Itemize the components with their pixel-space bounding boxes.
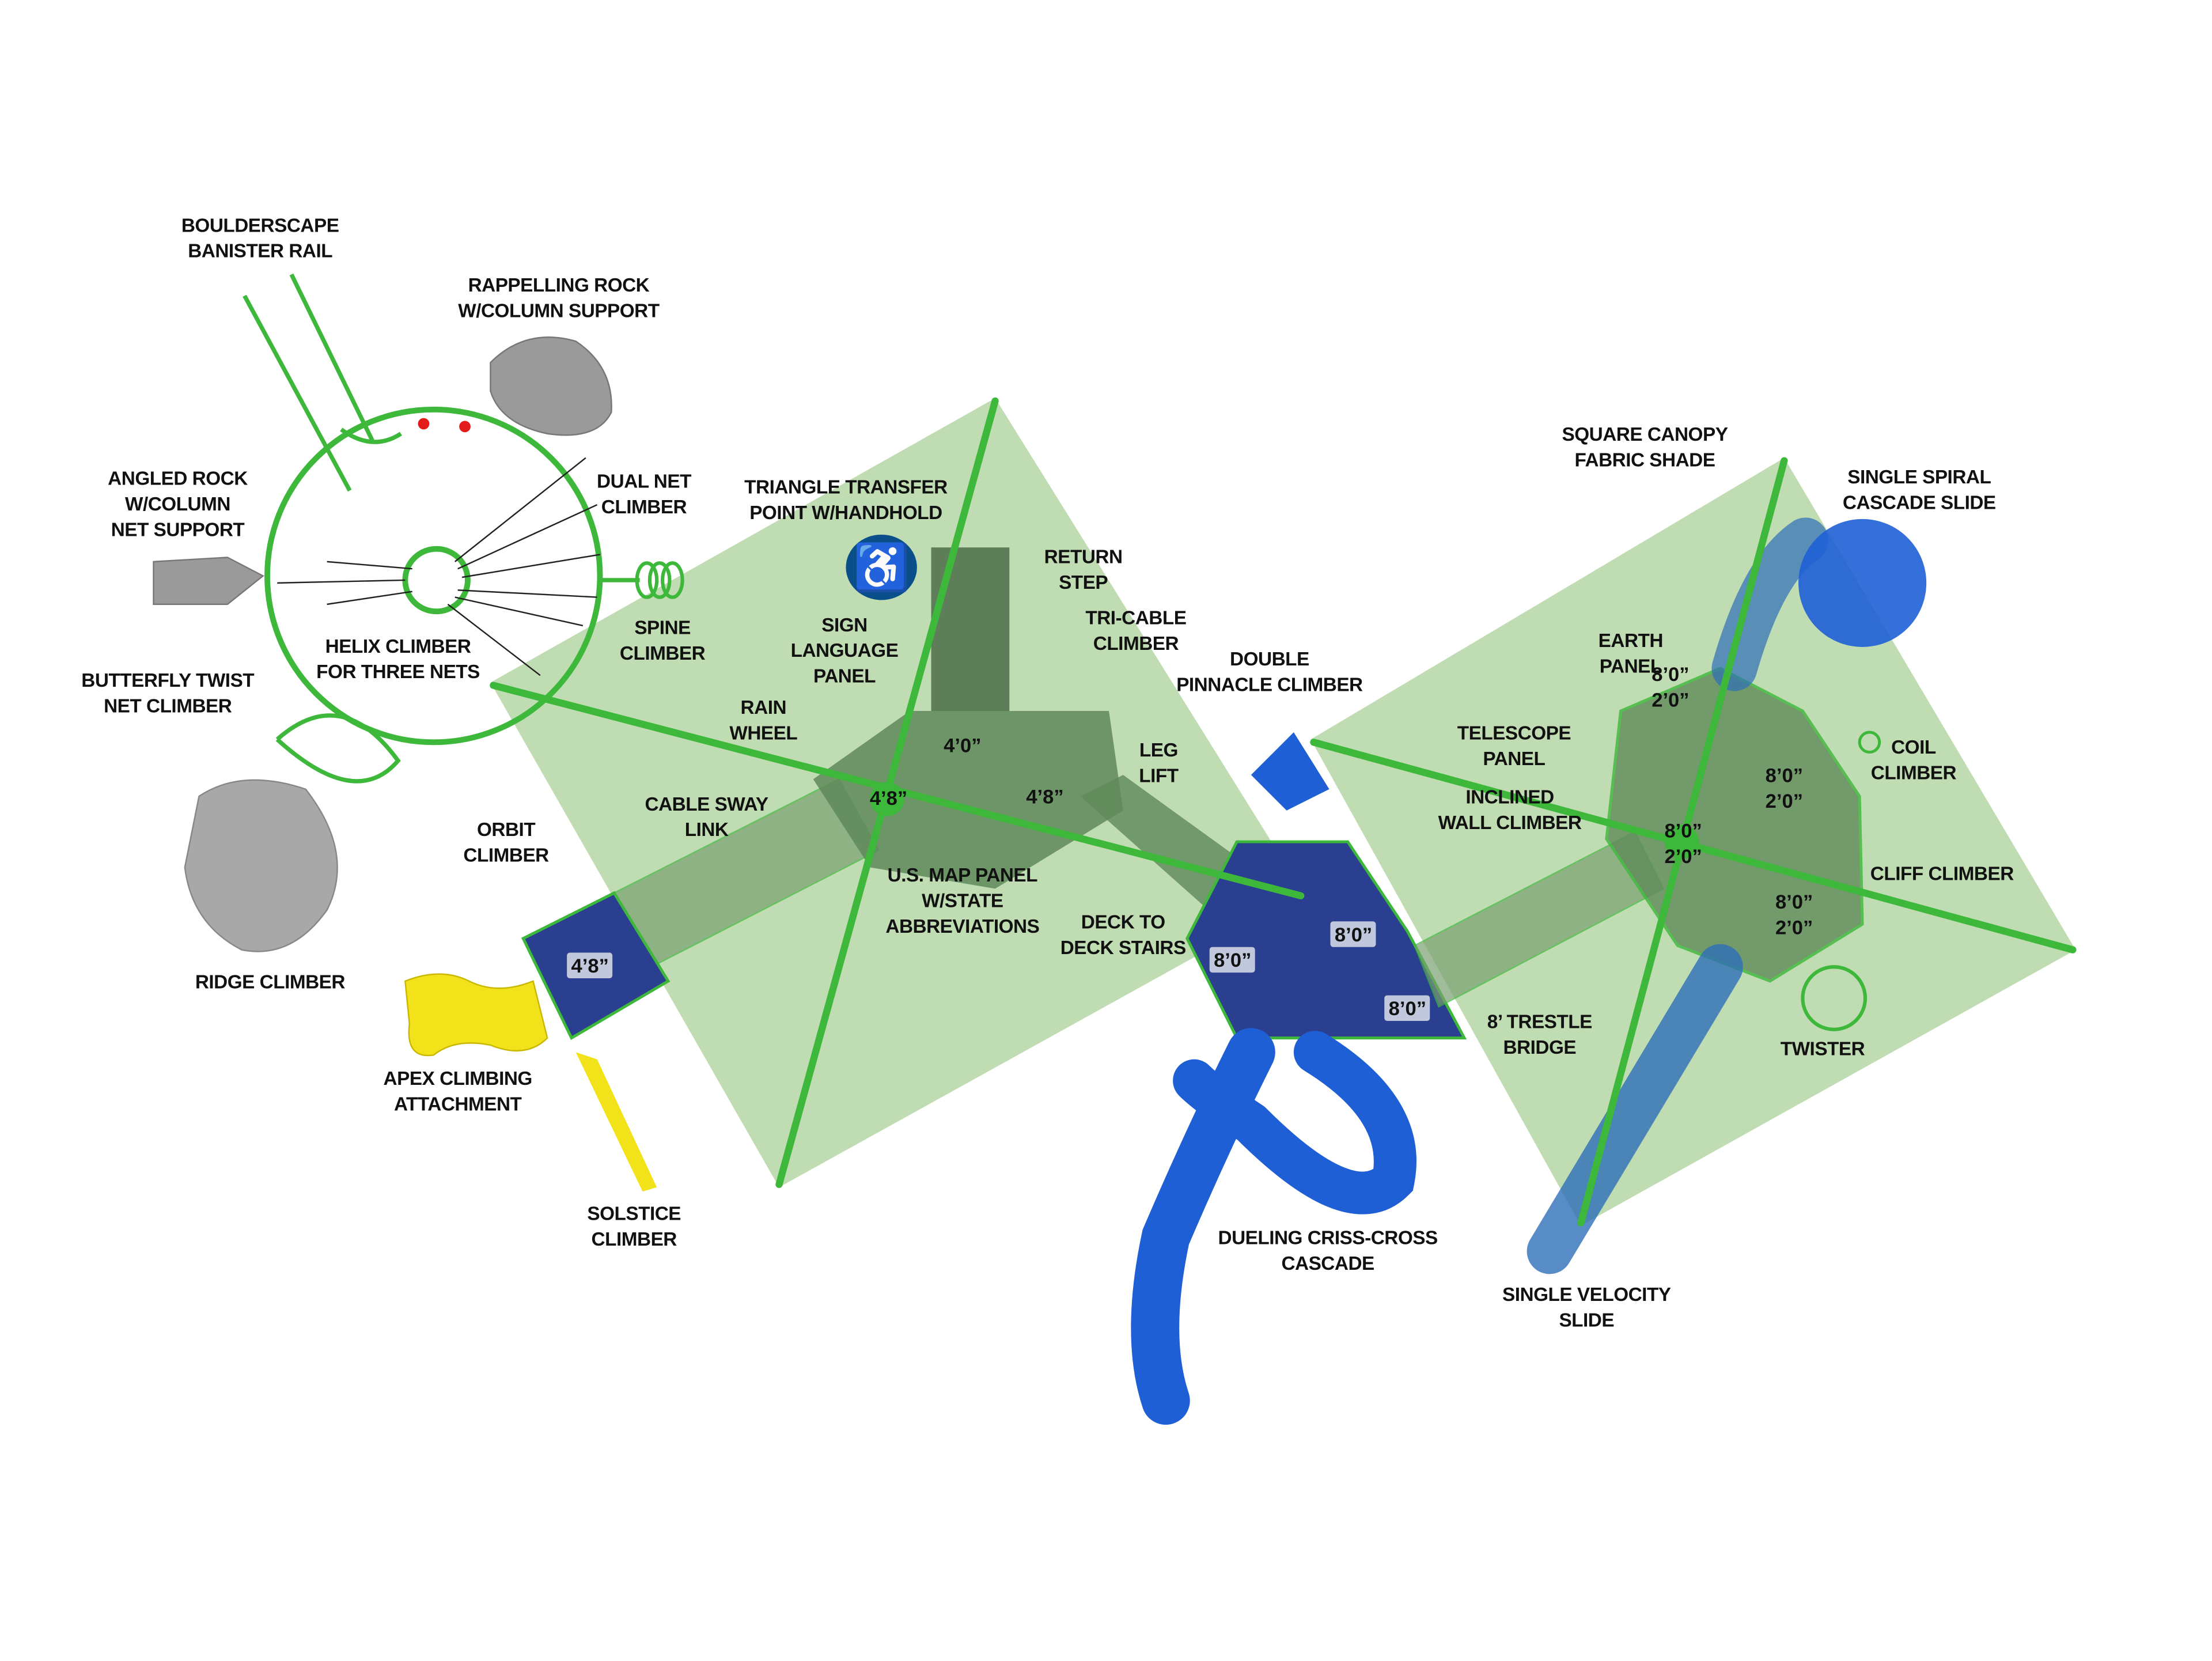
label-leg-lift: LEG LIFT bbox=[1139, 739, 1179, 786]
label-twister: TWISTER bbox=[1780, 1038, 1865, 1060]
deck-height-center-hub: 4’8” bbox=[869, 786, 908, 809]
label-telescope-panel: TELESCOPE PANEL bbox=[1457, 722, 1571, 770]
label-orbit-climber: ORBIT CLIMBER bbox=[463, 819, 549, 867]
label-ridge-climber: RIDGE CLIMBER bbox=[195, 971, 346, 993]
label-rappelling-rock: RAPPELLING ROCK W/COLUMN SUPPORT bbox=[458, 274, 660, 321]
helix-climber-ring bbox=[264, 406, 603, 746]
deck-height-hex-top: 8’0” 2’0” bbox=[1652, 663, 1690, 711]
label-dual-net-climber: DUAL NET CLIMBER bbox=[597, 470, 691, 518]
deck-height-blue-bottom: 8’0” bbox=[1384, 995, 1431, 1021]
banister-rail bbox=[243, 273, 402, 492]
label-cliff-climber: CLIFF CLIMBER bbox=[1870, 863, 2014, 885]
ridge-climber-rock bbox=[184, 779, 338, 952]
deck-height-center-right: 4’8” bbox=[1026, 785, 1064, 808]
single-spiral-slide-bowl bbox=[1798, 519, 1927, 647]
deck-height-blue-right: 8’0” bbox=[1330, 921, 1377, 947]
coil-climber bbox=[1858, 731, 1881, 754]
deck-height-hex-right: 8’0” 2’0” bbox=[1765, 763, 1804, 812]
pole-hub bbox=[870, 782, 904, 816]
deck-height-blue-left: 8’0” bbox=[1209, 947, 1256, 973]
apex-climbing-attachment bbox=[404, 973, 548, 1057]
label-tri-cable-climber: TRI-CABLE CLIMBER bbox=[1085, 607, 1187, 654]
label-deck-to-deck-stairs: DECK TO DECK STAIRS bbox=[1060, 911, 1186, 959]
label-sign-language-panel: SIGN LANGUAGE PANEL bbox=[790, 614, 899, 687]
single-spiral-slide-tube bbox=[1711, 517, 1828, 691]
deck-to-deck-stairs bbox=[1080, 775, 1251, 910]
wheelchair-accessible-icon: ♿ bbox=[846, 534, 917, 600]
banister-marker bbox=[459, 421, 471, 433]
banister-marker bbox=[418, 418, 430, 430]
butterfly-net bbox=[275, 713, 401, 784]
label-butterfly-twist-net-climber: BUTTERFLY TWIST NET CLIMBER bbox=[81, 669, 255, 717]
label-coil-climber: COIL CLIMBER bbox=[1870, 736, 1957, 784]
label-cable-sway-link: CABLE SWAY LINK bbox=[645, 793, 769, 841]
deck-height-hex-center: 8’0” 2’0” bbox=[1664, 819, 1702, 868]
label-rain-wheel: RAIN WHEEL bbox=[729, 697, 798, 744]
label-earth-panel: EARTH PANEL bbox=[1598, 630, 1664, 677]
double-pinnacle-climber bbox=[1251, 732, 1330, 811]
label-dueling-criss-cross-cascade: DUELING CRISS-CROSS CASCADE bbox=[1218, 1227, 1438, 1274]
label-triangle-transfer-point: TRIANGLE TRANSFER POINT W/HANDHOLD bbox=[744, 476, 948, 524]
deck-height-hex-bottom: 8’0” 2’0” bbox=[1775, 890, 1813, 939]
label-us-map-panel: U.S. MAP PANEL W/STATE ABBREVIATIONS bbox=[885, 864, 1040, 937]
label-apex-climbing-attachment: APEX CLIMBING ATTACHMENT bbox=[383, 1068, 533, 1115]
label-single-spiral-cascade-slide: SINGLE SPIRAL CASCADE SLIDE bbox=[1842, 466, 1996, 513]
net-climber-lines bbox=[277, 457, 600, 676]
deck-center-cluster bbox=[813, 711, 1123, 889]
label-angled-rock: ANGLED ROCK W/COLUMN NET SUPPORT bbox=[108, 467, 248, 540]
angled-rock bbox=[153, 557, 264, 606]
label-square-canopy-fabric-shade: SQUARE CANOPY FABRIC SHADE bbox=[1562, 423, 1728, 471]
deck-height-triangle: 4’0” bbox=[944, 733, 982, 756]
deck-height-left-small: 4’8” bbox=[567, 952, 613, 978]
twister-wheel bbox=[1801, 965, 1868, 1031]
label-single-velocity-slide: SINGLE VELOCITY SLIDE bbox=[1502, 1284, 1671, 1331]
label-spine-climber: SPINE CLIMBER bbox=[619, 617, 706, 664]
label-helix-climber: HELIX CLIMBER FOR THREE NETS bbox=[316, 635, 480, 683]
pole-hub bbox=[1665, 824, 1699, 859]
label-double-pinnacle-climber: DOUBLE PINNACLE CLIMBER bbox=[1176, 648, 1363, 695]
label-boulderscape-banister-rail: BOULDERSCAPE BANISTER RAIL bbox=[181, 214, 339, 262]
label-trestle-bridge: 8’ TRESTLE BRIDGE bbox=[1487, 1011, 1593, 1058]
solstice-climber bbox=[575, 1052, 657, 1192]
single-velocity-slide bbox=[1527, 944, 1743, 1274]
dueling-criss-cross-slide-right bbox=[1173, 1031, 1416, 1214]
label-solstice-climber: SOLSTICE CLIMBER bbox=[587, 1202, 681, 1250]
return-step-panel bbox=[931, 547, 1010, 711]
deck-blue-cluster bbox=[1185, 840, 1467, 1040]
rappelling-rock bbox=[490, 336, 612, 436]
label-inclined-wall-climber: INCLINED WALL CLIMBER bbox=[1438, 786, 1582, 834]
label-return-step: RETURN STEP bbox=[1044, 546, 1123, 593]
